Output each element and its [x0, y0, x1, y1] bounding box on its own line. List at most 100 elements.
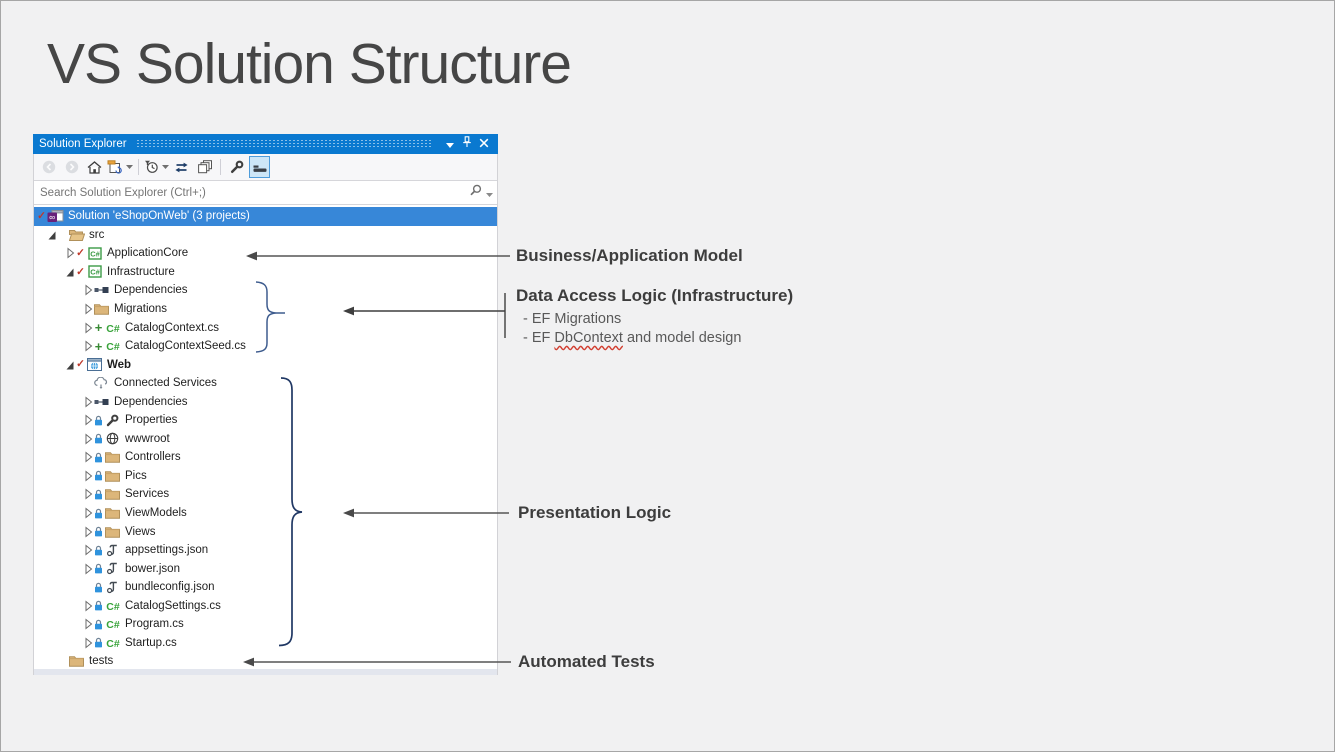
- annotation-automated-tests: Automated Tests: [518, 652, 655, 672]
- tree-item[interactable]: ViewModels: [34, 504, 497, 523]
- solution-tree: ✓∞Solution 'eShopOnWeb' (3 projects)src✓…: [34, 205, 497, 669]
- tree-item[interactable]: Services: [34, 485, 497, 504]
- expand-icon[interactable]: [82, 544, 93, 556]
- expand-icon[interactable]: [82, 414, 93, 426]
- tree-item[interactable]: Views: [34, 522, 497, 541]
- back-button[interactable]: [38, 156, 59, 178]
- tree-item[interactable]: Migrations: [34, 300, 497, 319]
- expand-icon[interactable]: [82, 488, 93, 501]
- sync-with-active-document-button[interactable]: [171, 156, 192, 178]
- tree-item[interactable]: C#Program.cs: [34, 615, 497, 634]
- tree-item-label: bundleconfig.json: [125, 581, 215, 594]
- expand-icon[interactable]: [64, 247, 75, 259]
- tree-item[interactable]: Connected Services: [34, 374, 497, 393]
- tree-item[interactable]: Dependencies: [34, 281, 497, 300]
- forward-button[interactable]: [61, 156, 82, 178]
- show-all-files-button[interactable]: [194, 156, 215, 178]
- tree-item[interactable]: C# Startup.cs: [34, 634, 497, 653]
- svg-text:C#: C#: [106, 341, 120, 352]
- expand-icon[interactable]: [82, 637, 93, 649]
- deps-icon: [93, 285, 110, 295]
- tree-item-label: Dependencies: [114, 284, 188, 297]
- tree-item[interactable]: src: [34, 226, 497, 245]
- tree-item-label: Program.cs: [125, 618, 184, 631]
- svg-text:C#: C#: [106, 323, 120, 334]
- pin-button[interactable]: [458, 136, 475, 153]
- show-all-files-icon: [197, 160, 212, 174]
- solution-explorer-panel: Solution Explorer ✓∞Solution 'eShopOnWeb…: [33, 134, 498, 675]
- tree-item-label: Startup.cs: [125, 636, 177, 649]
- properties-icon: [230, 160, 244, 174]
- properties-button[interactable]: [226, 156, 247, 178]
- expand-icon[interactable]: [82, 303, 93, 315]
- scc-lock-icon: [93, 563, 104, 574]
- tree-item[interactable]: Controllers: [34, 448, 497, 467]
- tree-item[interactable]: +C#CatalogContextSeed.cs: [34, 337, 497, 356]
- collapse-icon[interactable]: [46, 229, 57, 241]
- expand-icon[interactable]: [82, 451, 93, 463]
- expand-icon[interactable]: [82, 470, 93, 482]
- tree-item-label: Connected Services: [114, 377, 217, 390]
- tree-item[interactable]: ✓C#Infrastructure: [34, 263, 497, 282]
- chevron-down-icon: [445, 135, 454, 153]
- chevron-down-icon: [162, 165, 169, 169]
- expand-icon[interactable]: [82, 563, 93, 575]
- search-box: [34, 180, 497, 205]
- scc-pending-add-icon: +: [94, 320, 103, 336]
- tree-item[interactable]: +C# CatalogContext.cs: [34, 318, 497, 337]
- expand-icon[interactable]: [82, 340, 93, 352]
- close-button[interactable]: [475, 136, 492, 153]
- expand-icon[interactable]: [82, 284, 93, 297]
- sync-with-active-document-icon: [174, 161, 189, 174]
- search-input[interactable]: [34, 185, 469, 200]
- svg-text:C#: C#: [106, 638, 120, 649]
- page-title: VS Solution Structure: [47, 32, 572, 96]
- collapse-icon[interactable]: [64, 266, 75, 278]
- panel-titlebar[interactable]: Solution Explorer: [33, 134, 498, 154]
- annotation-label: Data Access Logic (Infrastructure): [516, 286, 794, 305]
- expand-icon[interactable]: [82, 526, 93, 538]
- json-icon: [104, 544, 121, 557]
- expand-icon[interactable]: [82, 618, 93, 630]
- home-button[interactable]: [84, 156, 105, 178]
- annotation-label: Automated Tests: [518, 652, 655, 671]
- tree-item[interactable]: tests: [34, 652, 497, 669]
- tree-item[interactable]: ✓C#ApplicationCore: [34, 244, 497, 263]
- search-button[interactable]: [469, 184, 493, 202]
- globe-icon: [104, 432, 121, 445]
- expand-icon[interactable]: [82, 321, 93, 334]
- preview-selected-items-button[interactable]: [249, 156, 270, 178]
- tree-item[interactable]: wwwroot: [34, 430, 497, 449]
- preview-selected-items-icon: [252, 160, 268, 174]
- tree-item[interactable]: appsettings.json: [34, 541, 497, 560]
- collapse-icon[interactable]: [64, 359, 75, 371]
- deps-icon: [93, 397, 110, 407]
- pending-changes-filter-button[interactable]: [144, 156, 169, 178]
- tree-item[interactable]: ✓Web: [34, 355, 497, 374]
- tree-item-label: ApplicationCore: [107, 247, 189, 260]
- expand-icon[interactable]: [82, 507, 93, 519]
- tree-item-label: CatalogContext.cs: [125, 321, 219, 334]
- annotation-label: Business/Application Model: [516, 246, 743, 265]
- annotation-label: Presentation Logic: [518, 503, 672, 522]
- expand-icon[interactable]: [82, 600, 93, 612]
- scc-lock-icon: [93, 508, 104, 519]
- tree-item[interactable]: Properties: [34, 411, 497, 430]
- tree-item[interactable]: Dependencies: [34, 392, 497, 411]
- tree-item[interactable]: C#CatalogSettings.cs: [34, 596, 497, 615]
- tree-item[interactable]: Pics: [34, 467, 497, 486]
- expand-icon[interactable]: [82, 396, 93, 408]
- chevron-down-icon: [126, 165, 133, 169]
- tree-item[interactable]: bundleconfig.json: [34, 578, 497, 597]
- folder-icon: [93, 303, 110, 315]
- switch-views-icon: [107, 160, 123, 174]
- switch-views-button[interactable]: [107, 156, 133, 178]
- window-menu-button[interactable]: [441, 136, 458, 153]
- tree-item[interactable]: ✓∞Solution 'eShopOnWeb' (3 projects): [34, 207, 497, 226]
- tree-item[interactable]: bower.json: [34, 559, 497, 578]
- tree-item-label: Solution 'eShopOnWeb' (3 projects): [68, 210, 250, 223]
- expand-icon[interactable]: [82, 433, 93, 445]
- svg-text:∞: ∞: [49, 212, 55, 222]
- tree-item-label: ViewModels: [125, 507, 187, 520]
